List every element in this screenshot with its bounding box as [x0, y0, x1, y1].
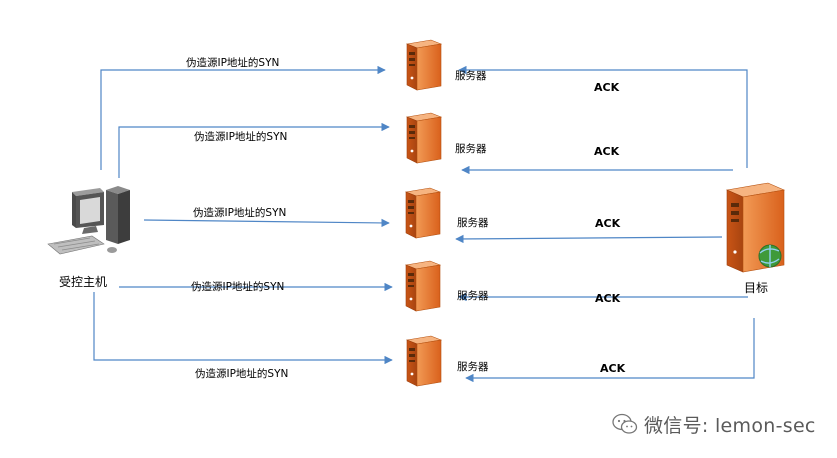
server-1: 服务器 [406, 39, 487, 91]
server-3: 服务器 [405, 187, 489, 239]
ack-label-4: ACK [595, 292, 621, 305]
syn-arrow-5 [93, 292, 393, 365]
ack-label-3: ACK [595, 217, 621, 230]
controller-host: 受控主机 [47, 186, 130, 289]
server-icon [405, 260, 441, 312]
server-icon [406, 112, 442, 164]
syn-label-1: 伪造源IP地址的SYN [186, 56, 279, 69]
server-label-3: 服务器 [457, 216, 489, 229]
wechat-icon [612, 413, 638, 434]
server-icon [406, 335, 442, 387]
watermark-text: 微信号: lemon-sec [644, 414, 816, 437]
ack-label-1: ACK [594, 81, 620, 94]
ack-arrows [455, 65, 755, 383]
syn-labels: 伪造源IP地址的SYN 伪造源IP地址的SYN 伪造源IP地址的SYN 伪造源I… [186, 56, 288, 380]
server-globe-icon [725, 182, 786, 273]
watermark: 微信号: lemon-sec [612, 409, 816, 439]
syn-arrows [93, 65, 393, 365]
server-label-2: 服务器 [455, 142, 487, 155]
computer-icon [47, 186, 130, 255]
server-icon [405, 187, 441, 239]
server-2: 服务器 [406, 112, 487, 164]
controller-label: 受控主机 [59, 275, 107, 289]
syn-label-4: 伪造源IP地址的SYN [191, 280, 284, 293]
syn-arrow-1 [100, 65, 386, 170]
syn-label-3: 伪造源IP地址的SYN [193, 206, 286, 219]
syn-arrow-2 [118, 122, 390, 178]
server-5: 服务器 [406, 335, 489, 387]
ack-arrow-3 [455, 234, 723, 244]
ack-labels: ACK ACK ACK ACK ACK [594, 81, 626, 375]
server-4: 服务器 [405, 260, 489, 312]
server-label-5: 服务器 [457, 360, 489, 373]
server-icon [406, 39, 442, 91]
ack-arrow-5 [465, 318, 755, 383]
ack-arrow-1 [458, 65, 748, 168]
ack-label-2: ACK [594, 145, 620, 158]
target-label: 目标 [744, 281, 768, 295]
syn-arrow-3 [143, 218, 390, 228]
server-label-1: 服务器 [455, 69, 487, 82]
target-host: 目标 [725, 182, 786, 295]
ack-label-5: ACK [600, 362, 626, 375]
syn-label-2: 伪造源IP地址的SYN [194, 130, 287, 143]
syn-label-5: 伪造源IP地址的SYN [195, 367, 288, 380]
server-label-4: 服务器 [457, 289, 489, 302]
